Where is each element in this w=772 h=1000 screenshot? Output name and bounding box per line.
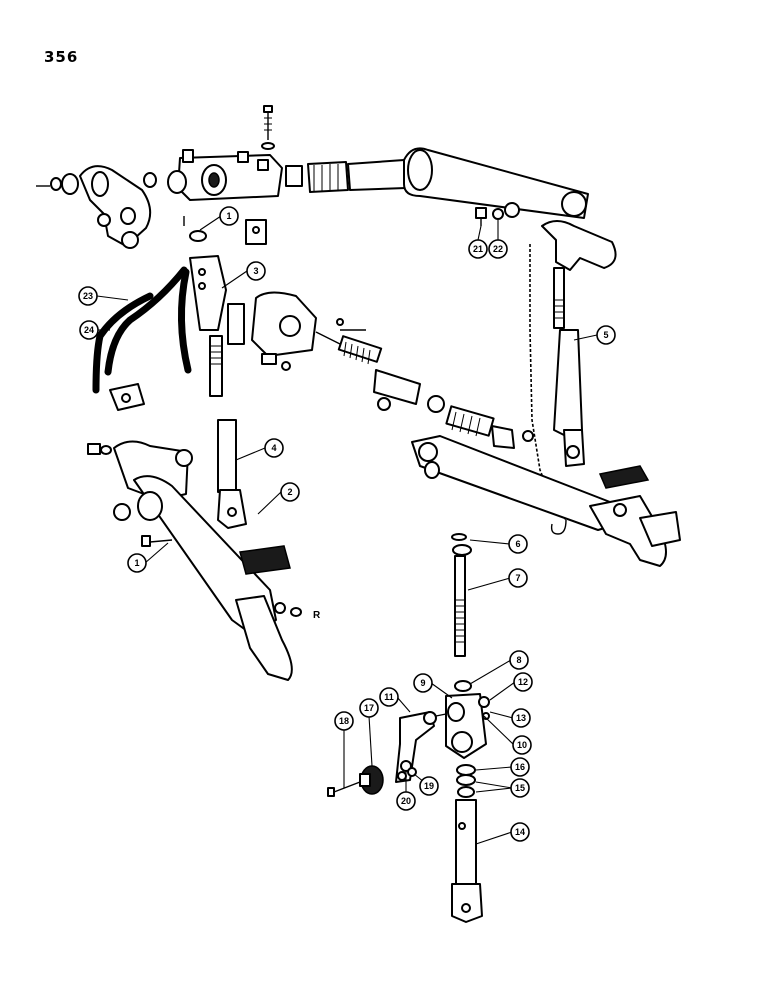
callout-20: 20 [396,791,416,811]
callout-10: 10 [512,735,532,755]
page-number: 356 [44,48,79,66]
svg-text:9: 9 [420,678,425,688]
svg-text:10: 10 [517,740,527,750]
svg-text:22: 22 [493,244,503,254]
pin-letter: R [313,610,321,621]
callout-3: 3 [246,261,266,281]
svg-text:19: 19 [424,781,434,791]
control-valve-body [227,291,317,371]
callout-23: 23 [78,286,98,306]
svg-text:4: 4 [271,443,276,453]
callout-1-lower: 1 [127,553,147,573]
callout-12: 12 [513,672,533,692]
callout-5: 5 [596,325,616,345]
callout-16: 16 [510,757,530,777]
svg-text:20: 20 [401,796,411,806]
svg-text:3: 3 [253,266,258,276]
left-lift-arm [36,165,157,249]
leveling-crank [327,711,447,797]
svg-text:23: 23 [83,291,93,301]
callout-11: 11 [379,687,399,707]
svg-text:16: 16 [515,762,525,772]
callout-18: 18 [334,711,354,731]
right-lower-link [411,435,681,567]
svg-text:17: 17 [364,703,374,713]
svg-text:13: 13 [516,713,526,723]
svg-text:5: 5 [603,330,608,340]
svg-text:6: 6 [515,539,520,549]
callout-17: 17 [359,698,379,718]
svg-text:7: 7 [515,573,520,583]
svg-text:11: 11 [384,692,394,702]
svg-text:12: 12 [518,677,528,687]
svg-text:15: 15 [515,783,525,793]
svg-text:1: 1 [226,211,231,221]
callout-2: 2 [280,482,300,502]
svg-text:2: 2 [287,487,292,497]
callout-13: 13 [511,708,531,728]
svg-text:8: 8 [516,655,521,665]
callout-22: 22 [488,239,508,259]
callout-6: 6 [508,534,528,554]
rockshaft-tube [285,147,589,219]
small-bracket [109,216,267,411]
parts-drawing: R [36,105,681,923]
callout-8: 8 [509,650,529,670]
callout-1-upper: 1 [219,206,239,226]
leader-lines [96,215,598,845]
svg-text:14: 14 [515,827,525,837]
callout-14: 14 [510,822,530,842]
svg-text:1: 1 [134,558,139,568]
callout-19: 19 [419,776,439,796]
callout-21: 21 [468,239,488,259]
callout-15: 15 [510,778,530,798]
callouts: 1 1 2 3 4 5 6 7 8 9 10 11 12 13 14 15 16… [78,206,616,842]
svg-text:18: 18 [339,716,349,726]
callout-9: 9 [413,673,433,693]
right-lift-link [541,220,617,467]
left-lift-rod [189,255,247,529]
leveling-assembly [445,533,490,923]
left-lower-link: R [87,440,321,681]
top-bolt [261,105,275,150]
bolt-and-washer [475,202,520,226]
svg-text:21: 21 [473,244,483,254]
callout-4: 4 [264,438,284,458]
spring-linkage [315,318,534,449]
callout-7: 7 [508,568,528,588]
callout-24: 24 [79,320,99,340]
rockshaft-housing [167,149,283,201]
svg-text:24: 24 [84,325,94,335]
